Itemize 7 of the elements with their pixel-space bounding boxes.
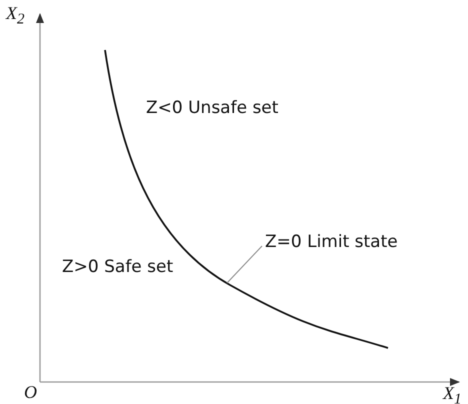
axis-label: X$_{1}$: [443, 383, 462, 404]
origin-label: O: [24, 382, 37, 404]
axis-label: X$_{2}$: [6, 3, 24, 29]
region-label: Z<0 Unsafe set: [146, 98, 278, 118]
region-label: Z>0 Safe set: [62, 257, 174, 278]
curve-label: Z=0 Limit state: [265, 232, 398, 252]
leader-line: [226, 246, 262, 284]
